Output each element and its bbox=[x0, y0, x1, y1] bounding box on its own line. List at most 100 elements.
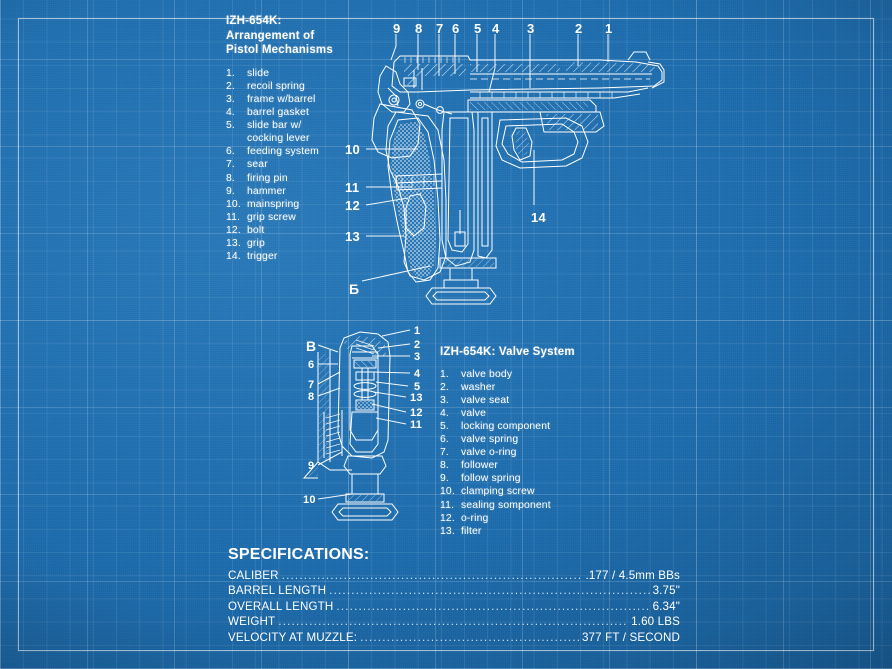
pistol-grip bbox=[387, 117, 443, 283]
item-number: 1. bbox=[226, 67, 235, 79]
valve-legend: IZH-654K: Valve System 1. valve body 2.wa… bbox=[440, 345, 575, 538]
valve-legend-list: 1. valve body 2.washer 3. valve seat 4. val… bbox=[440, 368, 575, 538]
spec-value: .177 / 4.5mm BBs bbox=[585, 569, 680, 582]
dot-leader: ........................................… bbox=[281, 569, 583, 582]
item-number: 11. bbox=[226, 211, 241, 223]
list-item: 5.slide bar w/ cocking lever bbox=[226, 119, 333, 145]
item-label: sealing somponent bbox=[461, 499, 551, 511]
callout-pistol-14: 14 bbox=[531, 210, 547, 225]
list-item: 4.barrel gasket bbox=[226, 106, 333, 119]
callout-pistol-2: 2 bbox=[575, 21, 583, 36]
callout-valve-2: 2 bbox=[414, 339, 421, 351]
item-number: 13. bbox=[226, 238, 241, 249]
list-item: 7. sear bbox=[226, 158, 333, 171]
item-label: valve o-ring bbox=[461, 447, 517, 459]
pistol-slide bbox=[391, 51, 665, 133]
item-number: 3. bbox=[440, 394, 449, 406]
item-label: valve bbox=[461, 407, 487, 419]
item-number: 9. bbox=[440, 473, 449, 485]
item-label: o-ring bbox=[461, 512, 489, 524]
spec-label: VELOCITY AT MUZZLE: bbox=[228, 630, 358, 644]
item-number: 12. bbox=[226, 224, 241, 236]
item-label: grip bbox=[247, 238, 265, 249]
spec-value: 3.75" bbox=[652, 584, 680, 598]
item-label: follower bbox=[461, 460, 499, 472]
callout-valve-13: 13 bbox=[410, 392, 423, 404]
list-item: 2.recoil spring bbox=[226, 80, 333, 93]
item-number: 8. bbox=[440, 460, 449, 472]
item-label: valve spring bbox=[461, 434, 519, 446]
list-item: 13.filter bbox=[440, 525, 575, 538]
specifications-block: SPECIFICATIONS: CALIBER ................… bbox=[228, 546, 680, 645]
item-label: mainspring bbox=[247, 198, 300, 210]
item-label: recoil spring bbox=[247, 80, 305, 92]
list-item: 14. trigger bbox=[226, 250, 333, 263]
list-item: 11.grip screw bbox=[226, 211, 333, 224]
callout-valve-section-v: В bbox=[306, 338, 317, 354]
item-label: hammer bbox=[247, 185, 287, 197]
item-label: feeding system bbox=[247, 146, 319, 158]
list-item: 13. grip bbox=[226, 237, 333, 250]
list-item: 7. valve o-ring bbox=[440, 446, 575, 459]
callout-valve-6: 6 bbox=[308, 359, 315, 371]
item-number: 10. bbox=[440, 486, 455, 498]
spec-row-barrel-length: BARREL LENGTH ..........................… bbox=[228, 583, 680, 598]
item-number: 7. bbox=[440, 447, 449, 459]
list-item: 4. valve bbox=[440, 407, 575, 420]
callout-pistol-section-b: Б bbox=[349, 281, 360, 297]
item-number: 5. bbox=[440, 420, 449, 432]
item-number: 12. bbox=[440, 512, 455, 524]
list-item: 11. sealing somponent bbox=[440, 499, 575, 512]
item-number: 13. bbox=[440, 525, 455, 537]
list-item: 6. feeding system bbox=[226, 145, 333, 158]
item-number: 11. bbox=[440, 499, 455, 511]
list-item: 3. valve seat bbox=[440, 394, 575, 407]
callout-pistol-8: 8 bbox=[415, 21, 423, 36]
pistol-legend: IZH-654K: Arrangement of Pistol Mechanis… bbox=[226, 14, 333, 263]
item-label: slide bbox=[247, 67, 270, 79]
dot-leader: ........................................… bbox=[278, 615, 628, 629]
item-number: 4. bbox=[440, 407, 449, 419]
callout-pistol-5: 5 bbox=[474, 21, 482, 36]
spec-row-caliber: CALIBER ................................… bbox=[228, 568, 680, 583]
item-label: sear bbox=[247, 159, 268, 171]
item-label: washer bbox=[461, 381, 496, 393]
item-label: frame w/barrel bbox=[247, 93, 316, 105]
spec-label: BARREL LENGTH bbox=[228, 584, 327, 598]
item-number: 8. bbox=[226, 172, 235, 184]
item-number: 7. bbox=[226, 159, 235, 171]
list-item: 8.firing pin bbox=[226, 172, 333, 185]
callout-valve-5: 5 bbox=[414, 381, 421, 393]
item-number: 9. bbox=[226, 185, 235, 197]
item-label: valve seat bbox=[461, 394, 510, 406]
item-number: 1. bbox=[440, 368, 449, 380]
list-item: 10.mainspring bbox=[226, 198, 333, 211]
valve-legend-title: IZH-654K: Valve System bbox=[440, 346, 575, 358]
callout-valve-11: 11 bbox=[410, 419, 423, 431]
item-label: barrel gasket bbox=[247, 107, 310, 119]
callout-valve-4: 4 bbox=[414, 368, 421, 380]
item-number: 6. bbox=[226, 146, 235, 158]
spec-label: WEIGHT bbox=[228, 615, 276, 629]
list-item: 5.locking component bbox=[440, 420, 575, 433]
callout-valve-8: 8 bbox=[308, 391, 315, 403]
item-number: 14. bbox=[226, 251, 241, 263]
item-label: trigger bbox=[247, 251, 278, 263]
list-item: 9.follow spring bbox=[440, 472, 575, 485]
item-label: valve body bbox=[461, 368, 513, 380]
dot-leader: ........................................… bbox=[336, 599, 650, 613]
list-item: 2.washer bbox=[440, 381, 575, 394]
list-item: 6.valve spring bbox=[440, 433, 575, 446]
callout-pistol-1: 1 bbox=[605, 21, 613, 36]
pistol-legend-title: IZH-654K: Arrangement of Pistol Mechanis… bbox=[226, 15, 333, 57]
spec-value: 1.60 LBS bbox=[631, 615, 680, 629]
list-item: 1. slide bbox=[226, 67, 333, 80]
callout-valve-3: 3 bbox=[414, 351, 421, 363]
item-label: clamping screw bbox=[461, 486, 535, 498]
list-item: 1. valve body bbox=[440, 368, 575, 381]
callout-valve-1: 1 bbox=[414, 325, 421, 337]
list-item: 12. o-ring bbox=[440, 512, 575, 525]
callout-valve-7: 7 bbox=[308, 379, 315, 391]
callout-pistol-13: 13 bbox=[345, 229, 361, 244]
